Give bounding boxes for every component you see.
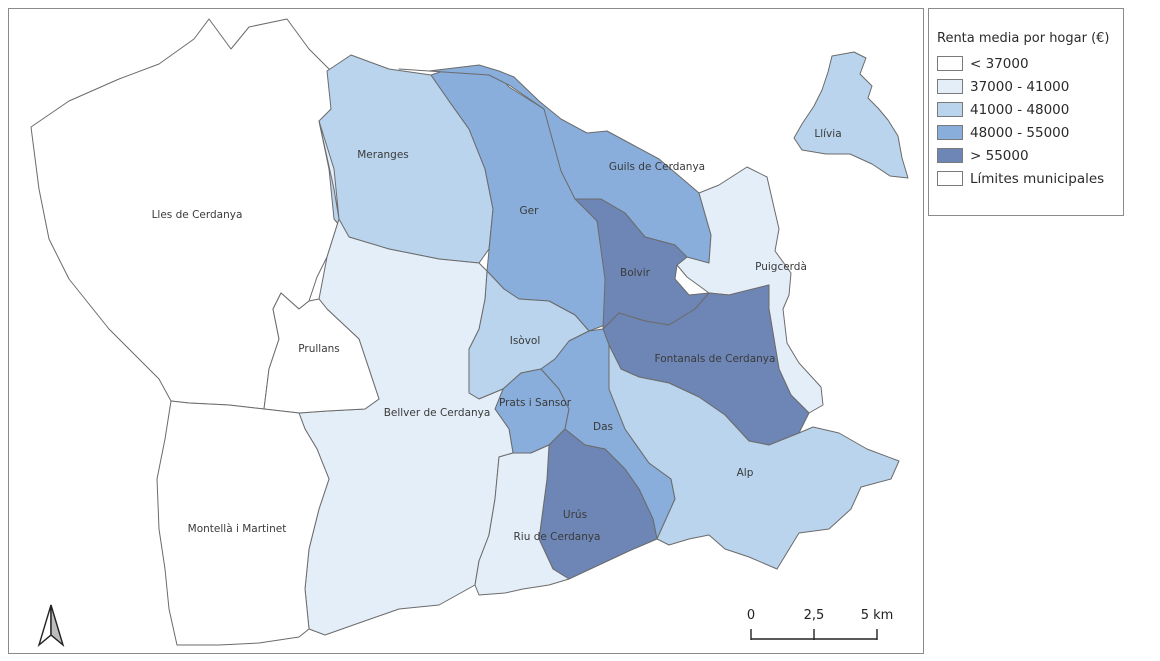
scale-bar: 0 2,5 5 km bbox=[747, 608, 893, 640]
label-bellver: Bellver de Cerdanya bbox=[384, 407, 491, 419]
label-puigcerda: Puigcerdà bbox=[755, 261, 807, 273]
municipality-montella bbox=[156, 400, 330, 646]
label-riu: Riu de Cerdanya bbox=[514, 531, 601, 543]
llivia-enclave: Llívia bbox=[793, 51, 909, 179]
label-lles: Lles de Cerdanya bbox=[152, 209, 243, 221]
label-isovol: Isòvol bbox=[510, 335, 541, 347]
legend-label: < 37000 bbox=[970, 55, 1029, 72]
municipality-alp bbox=[608, 344, 900, 570]
legend-label: 41000 - 48000 bbox=[970, 101, 1070, 118]
map-frame: Lles de Cerdanya Meranges Ger Guils de C… bbox=[8, 8, 924, 654]
legend-swatch bbox=[937, 125, 963, 140]
legend-swatch bbox=[937, 148, 963, 163]
legend-swatch bbox=[937, 102, 963, 117]
legend-swatch bbox=[937, 79, 963, 94]
label-das: Das bbox=[593, 421, 613, 433]
scale-label-2-5: 2,5 bbox=[804, 608, 825, 623]
legend-label: 48000 - 55000 bbox=[970, 124, 1070, 141]
legend-item: < 37000 bbox=[937, 52, 1115, 75]
legend-item: 48000 - 55000 bbox=[937, 121, 1115, 144]
legend-label: Límites municipales bbox=[970, 170, 1105, 187]
legend-item: 41000 - 48000 bbox=[937, 98, 1115, 121]
label-meranges: Meranges bbox=[357, 149, 409, 161]
label-prats: Prats i Sansor bbox=[499, 397, 572, 409]
legend: Renta media por hogar (€) < 37000 37000 … bbox=[928, 8, 1124, 216]
legend-item: 37000 - 41000 bbox=[937, 75, 1115, 98]
scale-label-0: 0 bbox=[747, 608, 755, 623]
label-bolvir: Bolvir bbox=[620, 267, 651, 279]
municipality-prullans bbox=[263, 292, 380, 414]
label-ger: Ger bbox=[520, 205, 540, 217]
municipality-puigcerda bbox=[676, 166, 824, 414]
legend-label: > 55000 bbox=[970, 147, 1029, 164]
scale-label-5km: 5 km bbox=[861, 608, 894, 623]
label-montella: Montellà i Martinet bbox=[188, 523, 287, 535]
legend-swatch bbox=[937, 171, 963, 186]
label-urus: Urús bbox=[563, 509, 587, 521]
map-canvas: Lles de Cerdanya Meranges Ger Guils de C… bbox=[30, 18, 900, 648]
label-guils: Guils de Cerdanya bbox=[609, 161, 705, 173]
label-prullans: Prullans bbox=[298, 343, 340, 355]
label-fontanals: Fontanals de Cerdanya bbox=[655, 353, 776, 365]
municipality-bolvir bbox=[574, 198, 710, 330]
legend-title: Renta media por hogar (€) bbox=[937, 31, 1110, 46]
municipality-llivia bbox=[793, 51, 909, 179]
municipality-riu bbox=[474, 444, 570, 596]
legend-label: 37000 - 41000 bbox=[970, 78, 1070, 95]
label-alp: Alp bbox=[737, 467, 754, 479]
legend-swatch bbox=[937, 56, 963, 71]
legend-item: Límites municipales bbox=[937, 167, 1115, 190]
legend-item: > 55000 bbox=[937, 144, 1115, 167]
label-llivia: Llívia bbox=[814, 128, 841, 140]
north-arrow-icon bbox=[37, 604, 65, 648]
